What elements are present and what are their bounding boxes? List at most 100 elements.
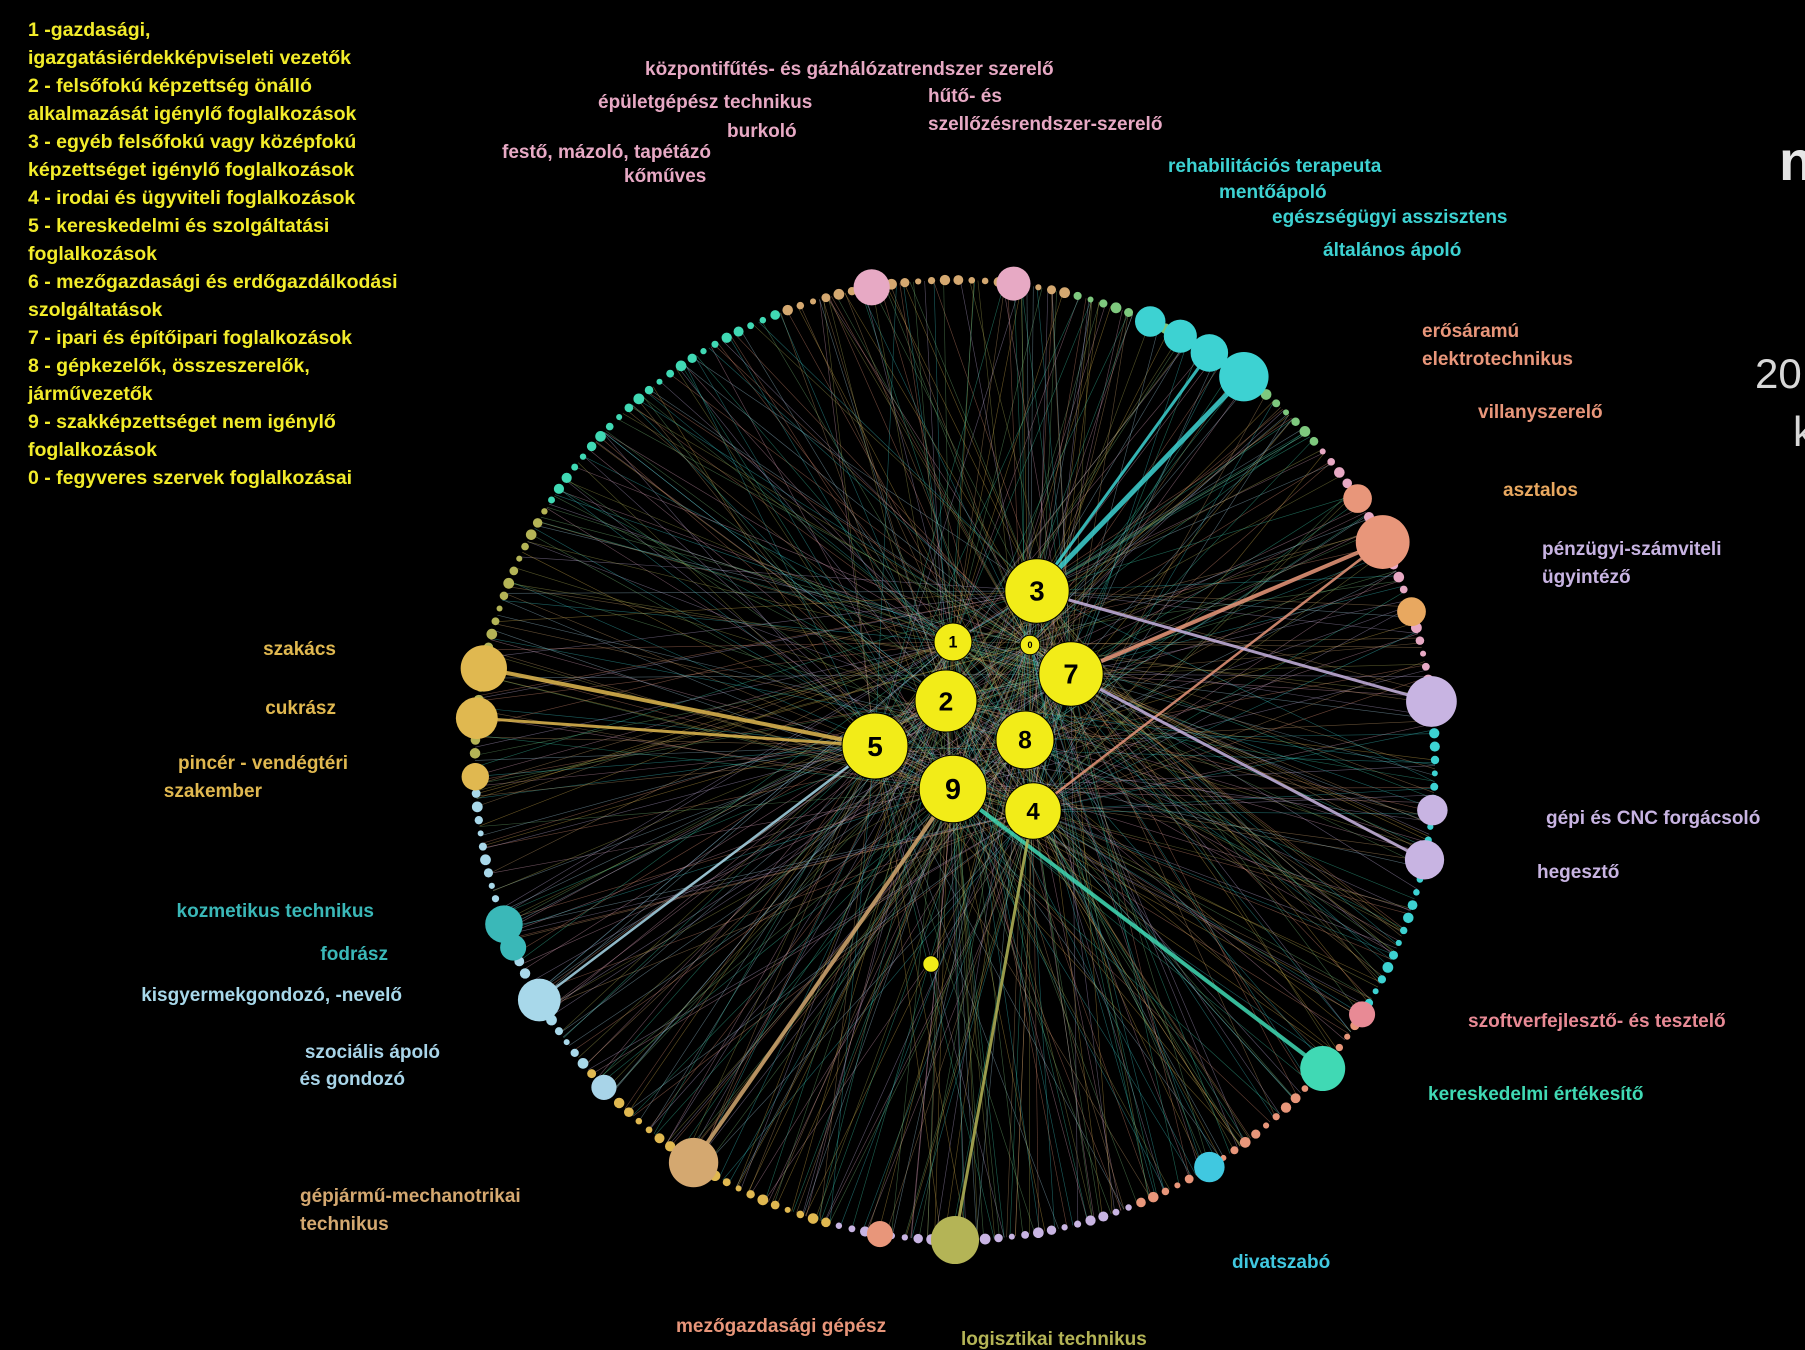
profession-node	[1343, 484, 1372, 513]
group-node-3	[1004, 558, 1070, 624]
group-node-4	[1004, 782, 1062, 840]
profession-node	[1355, 515, 1410, 569]
legend-line: 8 - gépkezelők, összeszerelők,	[28, 355, 310, 377]
profession-node	[455, 697, 498, 740]
profession-label: épületgépész technikus	[598, 92, 812, 113]
profession-label: technikus	[300, 1214, 389, 1235]
legend-line: járművezetők	[28, 383, 153, 405]
legend-line: 4 - irodai és ügyviteli foglalkozások	[28, 187, 356, 209]
profession-nodes	[455, 266, 1457, 1265]
profession-node	[1219, 351, 1269, 402]
legend-line: szolgáltatások	[28, 299, 163, 321]
profession-label: rehabilitációs terapeuta	[1168, 156, 1382, 177]
profession-label: gépjármű-mechanotrikai	[300, 1186, 521, 1207]
profession-label: gépi és CNC forgácsoló	[1546, 808, 1760, 829]
profession-label: ügyintéző	[1542, 567, 1631, 588]
profession-label: kőműves	[624, 166, 706, 187]
profession-node	[1300, 1046, 1346, 1092]
legend-line: 0 - fegyveres szervek foglalkozásai	[28, 467, 353, 489]
profession-label: szoftverfejlesztő- és tesztelő	[1468, 1011, 1726, 1032]
profession-node	[591, 1074, 617, 1100]
profession-node	[485, 905, 523, 943]
legend: 1 -gazdasági, igazgatásiérdekképviseleti …	[28, 16, 498, 492]
group-label: 5	[867, 731, 883, 762]
profession-label: szakács	[263, 639, 336, 660]
profession-node	[1194, 1151, 1225, 1183]
side-text-3: k	[1793, 408, 1805, 455]
profession-node	[866, 1221, 893, 1248]
profession-label: egészségügyi asszisztens	[1272, 207, 1508, 228]
group-label: 0	[1027, 640, 1032, 650]
profession-label: hegesztő	[1537, 862, 1619, 883]
group-node-9	[918, 754, 988, 824]
profession-label: kisgyermekgondozó, -nevelő	[141, 985, 402, 1006]
profession-node	[1163, 319, 1197, 353]
group-label: 3	[1029, 576, 1044, 607]
legend-line: igazgatásiérdekképviseleti vezetők	[28, 47, 351, 69]
side-text-2: 20	[1755, 350, 1802, 397]
profession-label: hűtő- és	[928, 86, 1002, 107]
group-node-1	[933, 622, 973, 662]
profession-label: általános ápoló	[1323, 240, 1461, 261]
legend-line: foglalkozások	[28, 243, 157, 265]
profession-label: kereskedelmi értékesítő	[1428, 1084, 1643, 1105]
group-node-0	[1019, 634, 1041, 656]
legend-line: alkalmazását igénylő foglalkozások	[28, 103, 357, 125]
profession-node	[853, 269, 890, 306]
group-label: 1	[949, 634, 958, 652]
legend-line: 5 - kereskedelmi és szolgáltatási	[28, 215, 330, 237]
profession-node	[930, 1215, 980, 1265]
profession-label: pénzügyi-számviteli	[1542, 539, 1722, 560]
profession-node	[1417, 794, 1448, 826]
legend-line: 1 -gazdasági,	[28, 19, 151, 41]
group-node-5	[841, 712, 909, 780]
side-text-1: n	[1779, 129, 1805, 192]
profession-label: mezőgazdasági gépész	[676, 1316, 886, 1337]
profession-node	[668, 1137, 719, 1188]
group-node-2	[914, 669, 978, 733]
profession-node	[1134, 306, 1166, 337]
profession-node	[1404, 840, 1445, 880]
profession-label: villanyszerelő	[1478, 402, 1603, 423]
profession-label: kozmetikus technikus	[177, 901, 374, 922]
profession-node	[1406, 676, 1457, 727]
profession-label: divatszabó	[1232, 1252, 1330, 1273]
legend-line: 3 - egyéb felsőfokú vagy középfokú	[28, 131, 357, 153]
legend-line: képzettséget igénylő foglalkozások	[28, 159, 355, 181]
profession-label: szociális ápoló	[305, 1042, 440, 1063]
legend-line: 7 - ipari és építőipari foglalkozások	[28, 327, 353, 349]
profession-node	[517, 978, 561, 1022]
profession-label: festő, mázoló, tapétázó	[502, 142, 711, 163]
group-label: 2	[939, 686, 954, 716]
group-label: 7	[1063, 659, 1078, 690]
group-node-8	[995, 710, 1055, 770]
profession-node	[1349, 1001, 1376, 1028]
occupation-group-nodes: 1 0 2 3 4 5 7 8 9	[841, 558, 1104, 973]
profession-label: burkoló	[727, 121, 797, 142]
profession-label: logisztikai technikus	[961, 1329, 1147, 1350]
legend-line: 2 - felsőfokú képzettség önálló	[28, 75, 312, 97]
profession-node	[1190, 334, 1229, 372]
edges	[474, 279, 1436, 1241]
profession-label: pincér - vendégtéri	[178, 753, 348, 774]
profession-node	[460, 645, 507, 692]
profession-labels: központifűtés- és gázhálózatrendszer sze…	[141, 59, 1760, 1350]
group-node-extra	[922, 955, 940, 973]
legend-line: 9 - szakképzettséget nem igénylő	[28, 411, 336, 433]
profession-label: asztalos	[1503, 480, 1578, 501]
legend-line: 6 - mezőgazdasági és erdőgazdálkodási	[28, 271, 398, 293]
profession-label: szakember	[164, 781, 263, 802]
group-label: 8	[1018, 728, 1032, 755]
group-label: 4	[1026, 798, 1040, 825]
group-label: 9	[945, 774, 961, 806]
legend-line: foglalkozások	[28, 439, 157, 461]
profession-label: mentőápoló	[1219, 182, 1327, 203]
profession-label: fodrász	[320, 944, 388, 965]
profession-label: erősáramú	[1422, 321, 1519, 342]
profession-label: és gondozó	[299, 1069, 405, 1090]
profession-label: cukrász	[265, 698, 336, 719]
profession-label: elektrotechnikus	[1422, 349, 1573, 370]
profession-label: szellőzésrendszer-szerelő	[928, 114, 1162, 135]
group-node-7	[1038, 641, 1104, 707]
